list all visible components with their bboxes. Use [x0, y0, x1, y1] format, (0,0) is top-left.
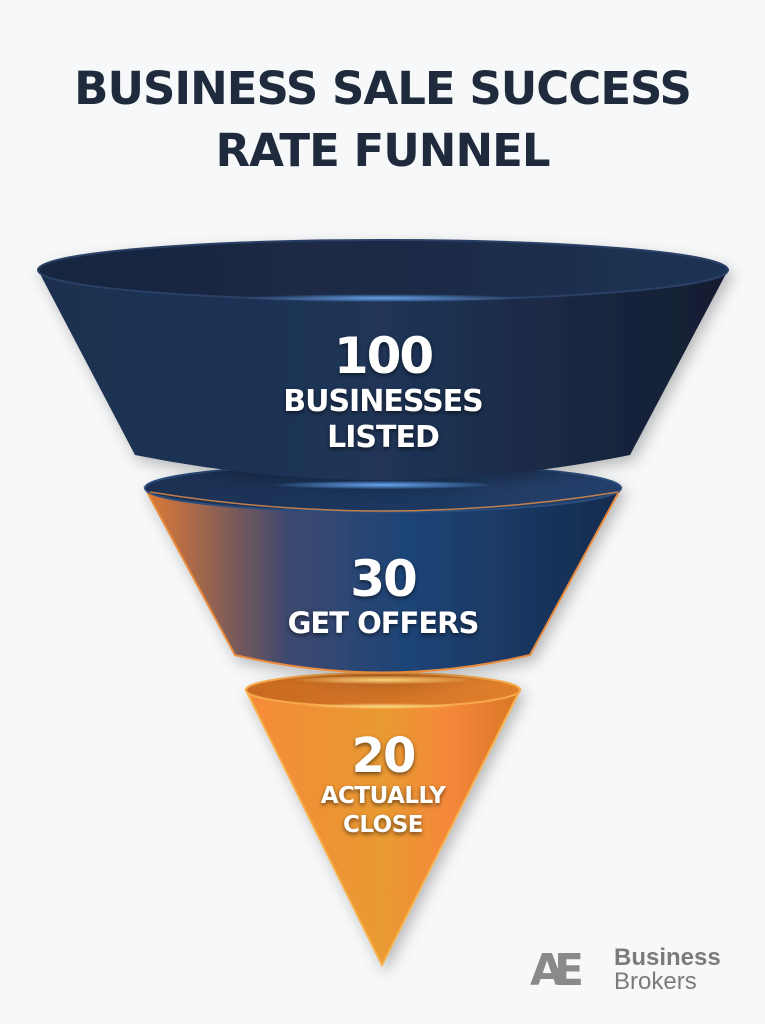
stage-1-text-line1: BUSINESSES	[283, 384, 484, 419]
chart-title-line2: RATE FUNNEL	[215, 124, 550, 177]
funnel-stage-1	[37, 239, 729, 489]
logo-text-line1: Business	[614, 944, 721, 971]
stage-2-value: 30	[350, 550, 418, 608]
stage-1-value: 100	[333, 327, 434, 385]
stage-1-label: 100 BUSINESSES LISTED	[183, 328, 583, 456]
stage-1-text-line2: LISTED	[327, 420, 440, 455]
chart-title-line1: BUSINESS SALE SUCCESS	[74, 62, 692, 115]
logo-text-line2: Brokers	[614, 968, 697, 995]
stage-3-label: 20 ACTUALLY CLOSE	[183, 730, 583, 840]
chart-title: BUSINESS SALE SUCCESS RATE FUNNEL	[0, 58, 765, 182]
stage-2-label: 30 GET OFFERS	[183, 552, 583, 640]
logo-mark-icon: AE	[530, 945, 584, 996]
stage-3-text-line1: ACTUALLY	[320, 783, 446, 809]
stage-3-text-line2: CLOSE	[342, 812, 424, 838]
stage-2-text-line1: GET OFFERS	[287, 606, 480, 640]
company-logo: AE Business Brokers	[530, 944, 740, 994]
stage-3-value: 20	[351, 728, 417, 784]
